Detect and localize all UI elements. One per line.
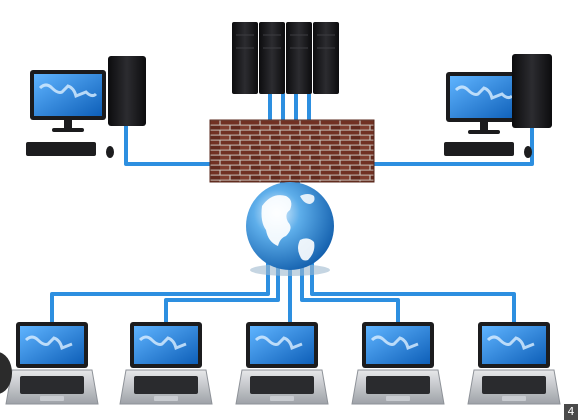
laptop-icon	[5, 322, 99, 405]
desktop-computer-icon	[444, 54, 552, 158]
cable-globe-laptop	[310, 260, 516, 326]
laptop-icon	[467, 322, 561, 405]
cable-links	[50, 92, 534, 326]
cable-globe-laptop	[50, 260, 270, 326]
page-badge: 4	[564, 404, 578, 420]
cable-globe-laptop	[300, 260, 400, 326]
globe-icon	[246, 182, 334, 276]
laptop-icon	[119, 322, 213, 405]
server-rack-icon	[232, 22, 339, 94]
overlay-button-edge	[0, 352, 12, 394]
cable-desktop-right-firewall	[372, 126, 534, 166]
cable-globe-laptop	[164, 260, 280, 326]
cable-desktop-left-firewall	[124, 124, 212, 166]
laptop-icon	[351, 322, 445, 405]
desktop-computer-icon	[26, 56, 146, 158]
laptop-icon	[235, 322, 329, 405]
firewall-brick-wall-icon	[209, 119, 375, 183]
